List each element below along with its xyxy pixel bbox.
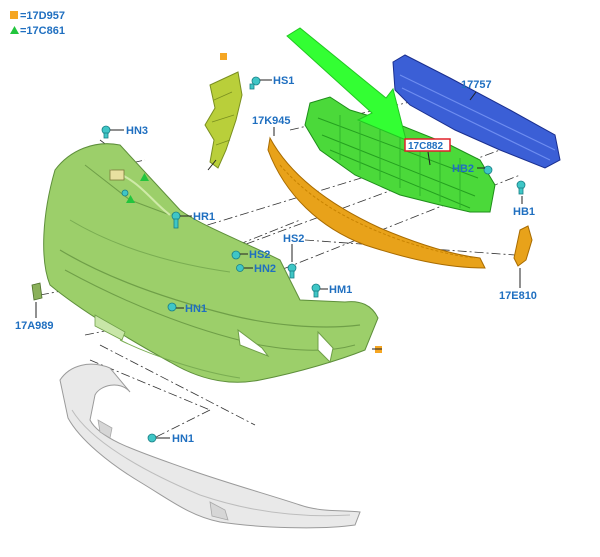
fastener-hb1 (516, 180, 526, 195)
reinforcement-beam (392, 54, 561, 169)
label-17k945: 17K945 (252, 115, 291, 127)
label-hb1: HB1 (513, 206, 535, 218)
bumper-bracket (204, 71, 243, 169)
label-hs1: HS1 (273, 75, 294, 87)
label-17a989: 17A989 (15, 320, 54, 332)
label-hn2: HN2 (254, 263, 276, 275)
part-labels: HS1 HN3 17K945 17757 17C882 HB2 HB1 HR1 … (15, 75, 537, 445)
tow-bracket (31, 282, 43, 301)
legend-item-triangle: =17C861 (20, 25, 65, 37)
fastener-hm1 (311, 283, 321, 298)
label-hn3: HN3 (126, 125, 148, 137)
marker-triangle-icon (126, 195, 135, 203)
fastener-hn1a (167, 302, 177, 312)
label-hm1: HM1 (329, 284, 352, 296)
label-17e810: 17E810 (499, 290, 537, 302)
callout-arrow (286, 27, 407, 141)
fastener-cluster (109, 169, 129, 197)
lower-splitter (59, 363, 361, 529)
legend: =17D957 =17C861 (10, 10, 65, 37)
legend-triangle-icon (10, 26, 19, 34)
fastener-hs2b (287, 263, 297, 279)
label-hn1-upper: HN1 (185, 303, 207, 315)
fasteners (101, 76, 526, 443)
label-hs2-left: HS2 (249, 249, 270, 261)
label-17757: 17757 (461, 79, 492, 91)
highlight-box (404, 138, 451, 152)
corner-trim (513, 225, 533, 267)
grille-trim (267, 136, 486, 269)
legend-item-square: =17D957 (20, 10, 65, 22)
label-hs2-right: HS2 (283, 233, 304, 245)
fastener-hn2 (236, 264, 244, 272)
energy-absorber (304, 96, 496, 213)
fastener-hr1 (171, 211, 181, 229)
fastener-hs2a (231, 250, 241, 260)
label-17c882: 17C882 (408, 141, 443, 152)
label-hb2: HB2 (452, 163, 474, 175)
legend-square-icon (10, 11, 18, 19)
fastener-hb2 (483, 165, 493, 175)
fastener-hs1 (249, 76, 261, 90)
fastener-hn1b (147, 433, 157, 443)
bumper-cover (43, 143, 379, 383)
marker-square-icon (220, 53, 227, 60)
label-hr1: HR1 (193, 211, 215, 223)
leader-lines (35, 79, 523, 439)
marker-triangle-icon (140, 173, 149, 181)
fastener-hn3 (101, 125, 111, 139)
label-hn1-lower: HN1 (172, 433, 194, 445)
